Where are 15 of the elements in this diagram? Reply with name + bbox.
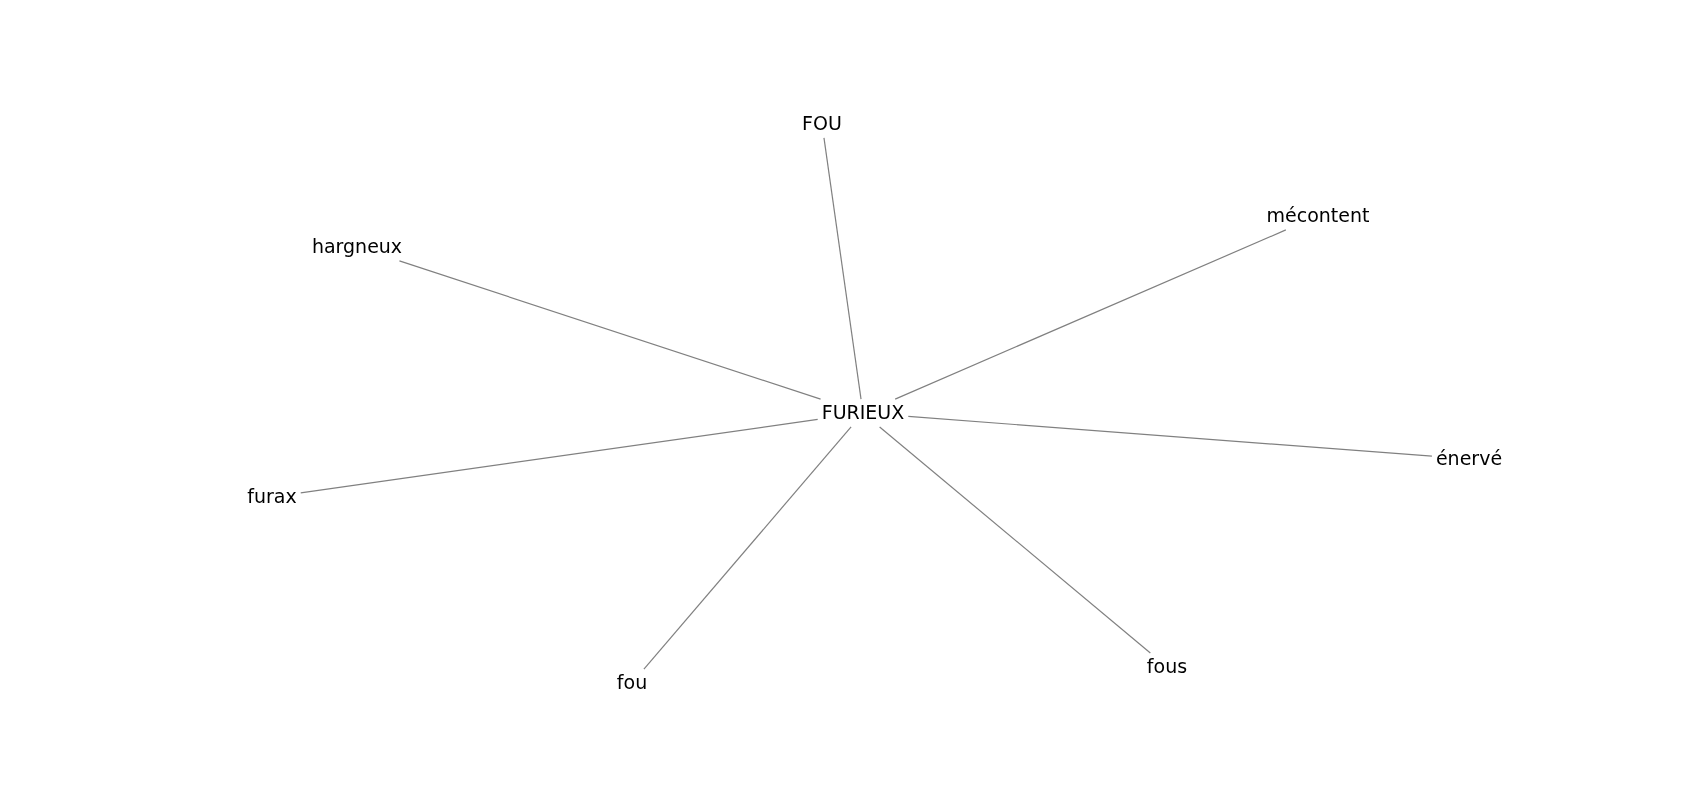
- word-label: mécontent: [1266, 205, 1370, 227]
- connector-line: [907, 415, 1433, 457]
- word-label: énervé: [1435, 448, 1503, 470]
- connector-line: [643, 426, 852, 670]
- connector-line: [398, 260, 822, 400]
- connector-line: [300, 418, 819, 494]
- word-label: FURIEUX: [821, 402, 905, 424]
- connector-line: [894, 229, 1287, 400]
- word-label: fou: [616, 672, 648, 694]
- word-label: FOU: [802, 113, 842, 135]
- word-label: fous: [1146, 656, 1188, 678]
- word-label: hargneux: [311, 236, 403, 258]
- connector-line: [879, 426, 1151, 654]
- word-label: furax: [247, 486, 297, 508]
- connector-line: [823, 137, 862, 400]
